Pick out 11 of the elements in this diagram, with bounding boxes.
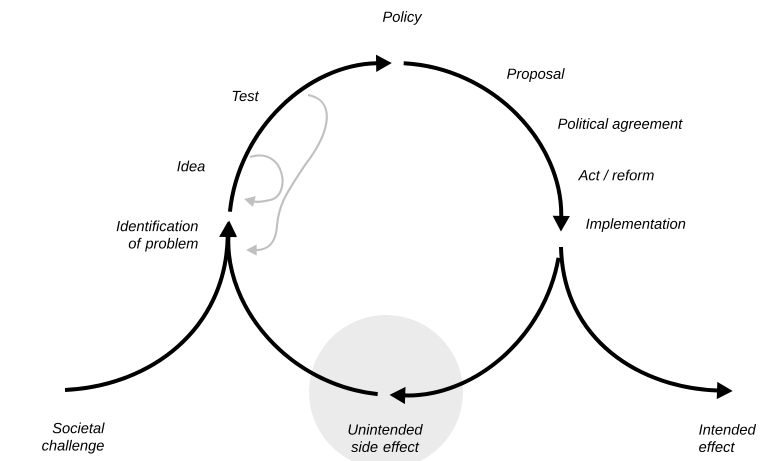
step-label: Act / reform [578, 170, 654, 180]
step-label: Idea [177, 160, 205, 172]
step-label: Intended effect [699, 424, 756, 452]
step-label: Societal challenge [42, 422, 105, 454]
step-label: Identification of problem [116, 220, 198, 252]
step-label: Test [232, 90, 260, 102]
step-label: Political agreement [558, 118, 683, 132]
step-label: Unintended side effect [348, 424, 423, 452]
step-label: Implementation [586, 218, 686, 232]
step-label: Policy [382, 11, 422, 25]
step-label: Proposal [507, 68, 565, 82]
